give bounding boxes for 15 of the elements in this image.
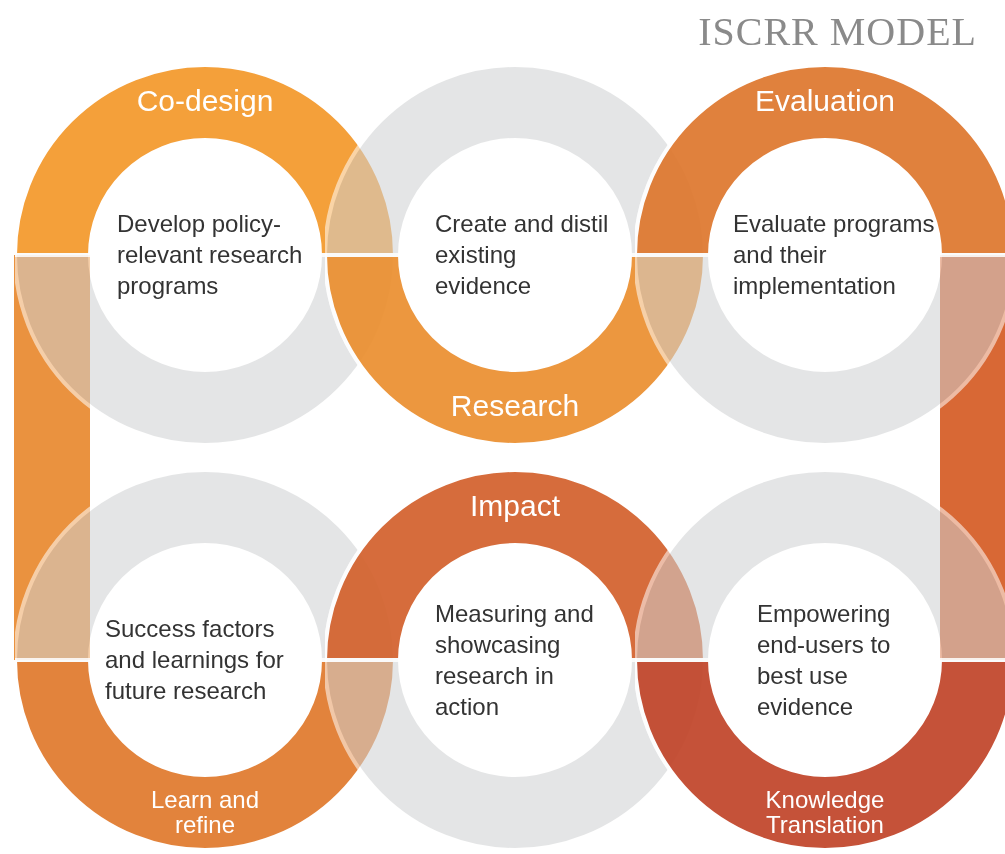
ring-heading: Learn and refine <box>149 786 261 837</box>
connecting-band <box>940 255 1005 660</box>
ring-text: Evaluate programs and their implementation <box>733 209 936 302</box>
ring-heading: Co-design <box>135 84 275 116</box>
ring-text: Measuring and showcasing research in action <box>435 598 595 723</box>
ring-text: Create and distil existing evidence <box>435 209 610 302</box>
ring-heading: Research <box>449 389 581 421</box>
ring-heading: Knowledge Translation <box>764 786 886 837</box>
ring-heading: Impact <box>469 489 561 521</box>
ring-heading: Evaluation <box>753 84 897 116</box>
ring-text: Empowering end-users to best use evidence <box>757 598 892 723</box>
connecting-band <box>14 255 90 660</box>
diagram-title: ISCRR MODEL <box>698 8 977 55</box>
ring-text: Success factors and learnings for future research <box>105 614 285 707</box>
ring-text: Develop policy-relevant research programs <box>117 209 304 302</box>
